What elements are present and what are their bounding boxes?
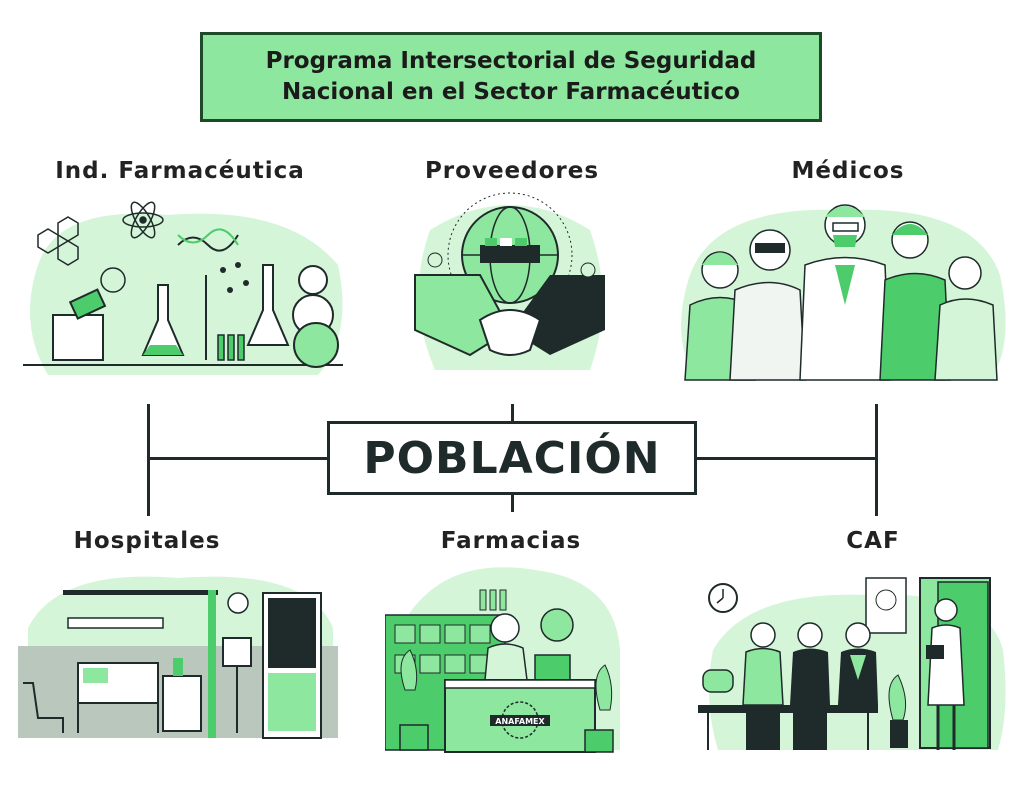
pharmacy-illustration: ANAFAMEX [385, 567, 620, 753]
connector-bottom-center [511, 495, 514, 512]
node-label-medicos: Médicos [791, 158, 905, 184]
connector-top-center [511, 404, 514, 421]
connector-left-vertical [147, 404, 150, 516]
title-line-2: Nacional en el Sector Farmacéutico [282, 79, 740, 105]
medical-staff-illustration [681, 204, 1006, 381]
anafamex-logo-text: ANAFAMEX [495, 717, 545, 726]
hospital-room-illustration [18, 576, 338, 739]
title-line-1: Programa Intersectorial de Seguridad [265, 48, 757, 74]
handshake-globe-illustration [414, 192, 605, 370]
anafamex-logo: ANAFAMEX [490, 701, 550, 739]
node-label-ind-farmaceutica: Ind. Farmacéutica [55, 158, 305, 184]
lab-illustration [23, 201, 343, 375]
center-node-poblacion: POBLACIÓN [327, 421, 697, 495]
node-label-proveedores: Proveedores [424, 158, 600, 184]
node-label-farmacias: Farmacias [440, 528, 582, 554]
node-label-hospitales: Hospitales [73, 528, 221, 554]
diagram-title: Programa Intersectorial de Seguridad Nac… [200, 32, 822, 122]
connector-right-horizontal [697, 457, 877, 460]
connector-right-vertical [875, 404, 878, 516]
connector-left-horizontal [147, 457, 327, 460]
node-label-caf: CAF [846, 528, 900, 554]
waiting-room-illustration [698, 577, 1006, 750]
